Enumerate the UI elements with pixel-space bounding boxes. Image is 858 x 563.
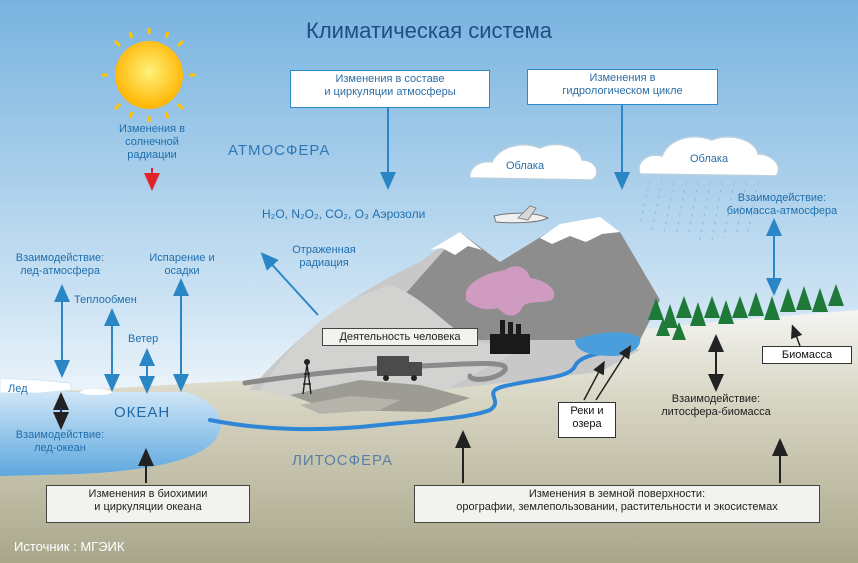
reflected-arrow xyxy=(260,252,319,316)
chimney xyxy=(508,322,513,336)
wind-label: Ветер xyxy=(128,333,159,345)
cloud-right-label: Облака xyxy=(690,153,729,165)
reflected-label: Отраженная радиация xyxy=(292,244,356,269)
snow-left xyxy=(430,232,482,255)
gases-label: H₂O, N₂O₂, CO₂, O₃ Аэрозоли xyxy=(262,207,426,221)
cloud-left xyxy=(469,143,598,181)
ice-shelf xyxy=(0,377,73,394)
bio-atmo-label: Взаимодействие: биомасса-атмосфера xyxy=(726,192,838,217)
ice-ocean-label: Взаимодействие: лед-океан xyxy=(15,429,105,454)
rivers-arrow-1 xyxy=(583,360,605,401)
ice-label: Лед xyxy=(8,383,28,395)
evaporation-label: Испарение и осадки xyxy=(149,252,215,277)
atmo-change-box: Изменения в составе и циркуляции атмосфе… xyxy=(290,70,490,108)
tower-top xyxy=(304,359,310,365)
chimney xyxy=(500,320,505,336)
pollution-cloud xyxy=(466,266,555,316)
ocean-label: ОКЕАН xyxy=(114,404,171,421)
ocean-change-box: Изменения в биохимии и циркуляции океана xyxy=(46,485,250,523)
forest xyxy=(648,284,844,340)
solar-change-label: Изменения в солнечной радиации xyxy=(119,123,185,161)
fields-light xyxy=(300,396,400,414)
atmosphere-label: АТМОСФЕРА xyxy=(228,142,331,159)
rivers-arrow-2 xyxy=(595,344,632,401)
chimney xyxy=(516,324,521,336)
airplane-wing xyxy=(517,205,537,221)
biomass-arrow xyxy=(791,324,803,347)
hydro-change-box: Изменения в гидрологическом цикле xyxy=(527,69,718,105)
truck-wheel xyxy=(411,375,417,381)
truck-wheel xyxy=(383,375,389,381)
cloud-right xyxy=(638,136,780,177)
river xyxy=(208,348,622,432)
cloud-left-label: Облака xyxy=(506,160,545,172)
road xyxy=(242,361,508,386)
rivers-lakes-box: Реки и озера xyxy=(558,402,616,438)
rain xyxy=(639,179,759,241)
surface-change-box: Изменения в земной поверхности: орографи… xyxy=(414,485,820,523)
ice-atmo-label: Взаимодействие: лед-атмосфера xyxy=(15,252,105,277)
sun-rays xyxy=(102,28,196,122)
snow-right xyxy=(540,217,620,244)
source-credit: Источник : МГЭИК xyxy=(14,539,125,554)
sun xyxy=(115,41,183,109)
biomass-box: Биомасса xyxy=(762,346,852,364)
heat-exchange-label: Теплообмен xyxy=(74,294,137,306)
human-activity-box: Деятельность человека xyxy=(322,328,478,346)
page-title: Климатическая система xyxy=(306,18,552,43)
truck-cab xyxy=(409,362,422,376)
ice-floe xyxy=(80,389,112,395)
factory xyxy=(490,334,530,354)
lithosphere-label: ЛИТОСФЕРА xyxy=(292,452,394,469)
truck-body xyxy=(377,356,409,376)
litho-bio-label: Взаимодействие: литосфера-биомасса xyxy=(661,393,771,418)
